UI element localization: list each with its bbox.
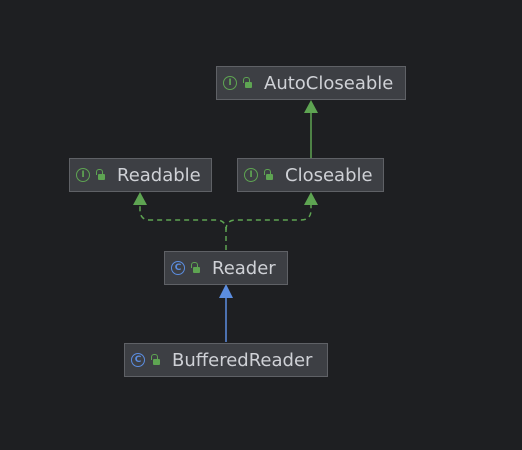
interface-icon: I bbox=[244, 168, 258, 182]
node-autocloseable[interactable]: I AutoCloseable bbox=[216, 66, 406, 100]
node-reader[interactable]: C Reader bbox=[164, 251, 288, 285]
node-label: Closeable bbox=[285, 164, 373, 186]
arrowhead-reader bbox=[219, 284, 233, 298]
node-label: AutoCloseable bbox=[264, 72, 394, 94]
edge-reader-to-closeable bbox=[225, 205, 312, 231]
node-label: Reader bbox=[212, 257, 276, 279]
public-lock-icon bbox=[95, 169, 107, 181]
arrowhead-closeable bbox=[304, 192, 318, 205]
node-label: BufferedReader bbox=[172, 349, 313, 371]
edge-reader-to-readable bbox=[139, 205, 227, 250]
class-icon: C bbox=[131, 353, 145, 367]
public-lock-icon bbox=[150, 354, 162, 366]
interface-icon: I bbox=[76, 168, 90, 182]
public-lock-icon bbox=[263, 169, 275, 181]
arrowhead-readable bbox=[133, 192, 147, 205]
node-label: Readable bbox=[117, 164, 201, 186]
class-icon: C bbox=[171, 261, 185, 275]
public-lock-icon bbox=[242, 77, 254, 89]
node-readable[interactable]: I Readable bbox=[69, 158, 212, 192]
arrowhead-autocloseable bbox=[304, 100, 318, 113]
node-bufferedreader[interactable]: C BufferedReader bbox=[124, 343, 328, 377]
node-closeable[interactable]: I Closeable bbox=[237, 158, 384, 192]
interface-icon: I bbox=[223, 76, 237, 90]
public-lock-icon bbox=[190, 262, 202, 274]
